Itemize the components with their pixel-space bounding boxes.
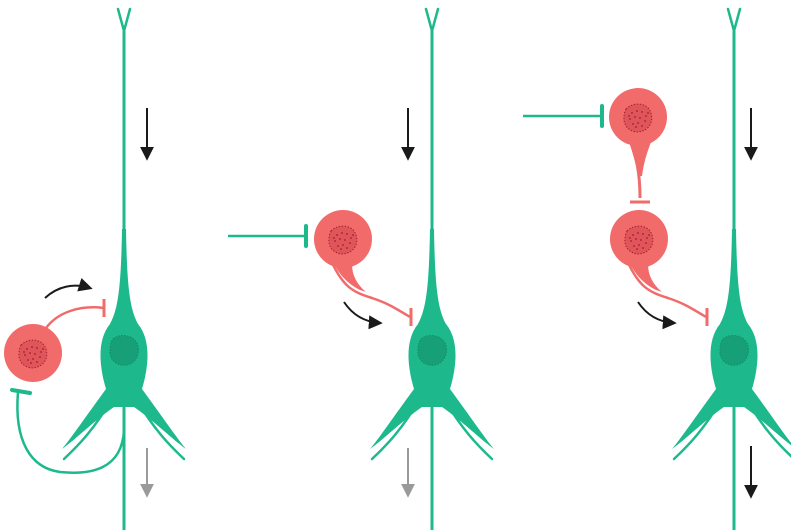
excitatory-synapse <box>10 388 32 395</box>
interneuron <box>313 209 373 269</box>
interneuron-upstream <box>608 87 668 147</box>
axon-collateral <box>16 391 126 474</box>
interneuron-downstream <box>609 209 669 269</box>
pyramidal-neuron <box>670 7 791 530</box>
panel-feedback-inhibition <box>3 7 188 530</box>
curved-arrow <box>44 277 93 299</box>
curved-arrow <box>637 301 677 330</box>
pyramidal-neuron <box>368 7 496 530</box>
inhibitory-axon <box>624 257 707 319</box>
panel-feedforward-inhibition <box>228 7 496 530</box>
inhibitory-axon <box>328 257 411 319</box>
curved-arrow <box>343 301 383 330</box>
interneuron <box>3 323 63 383</box>
inhibitory-axon <box>45 306 105 329</box>
panel-disinhibition <box>523 7 791 530</box>
pyramidal-neuron <box>60 7 188 530</box>
